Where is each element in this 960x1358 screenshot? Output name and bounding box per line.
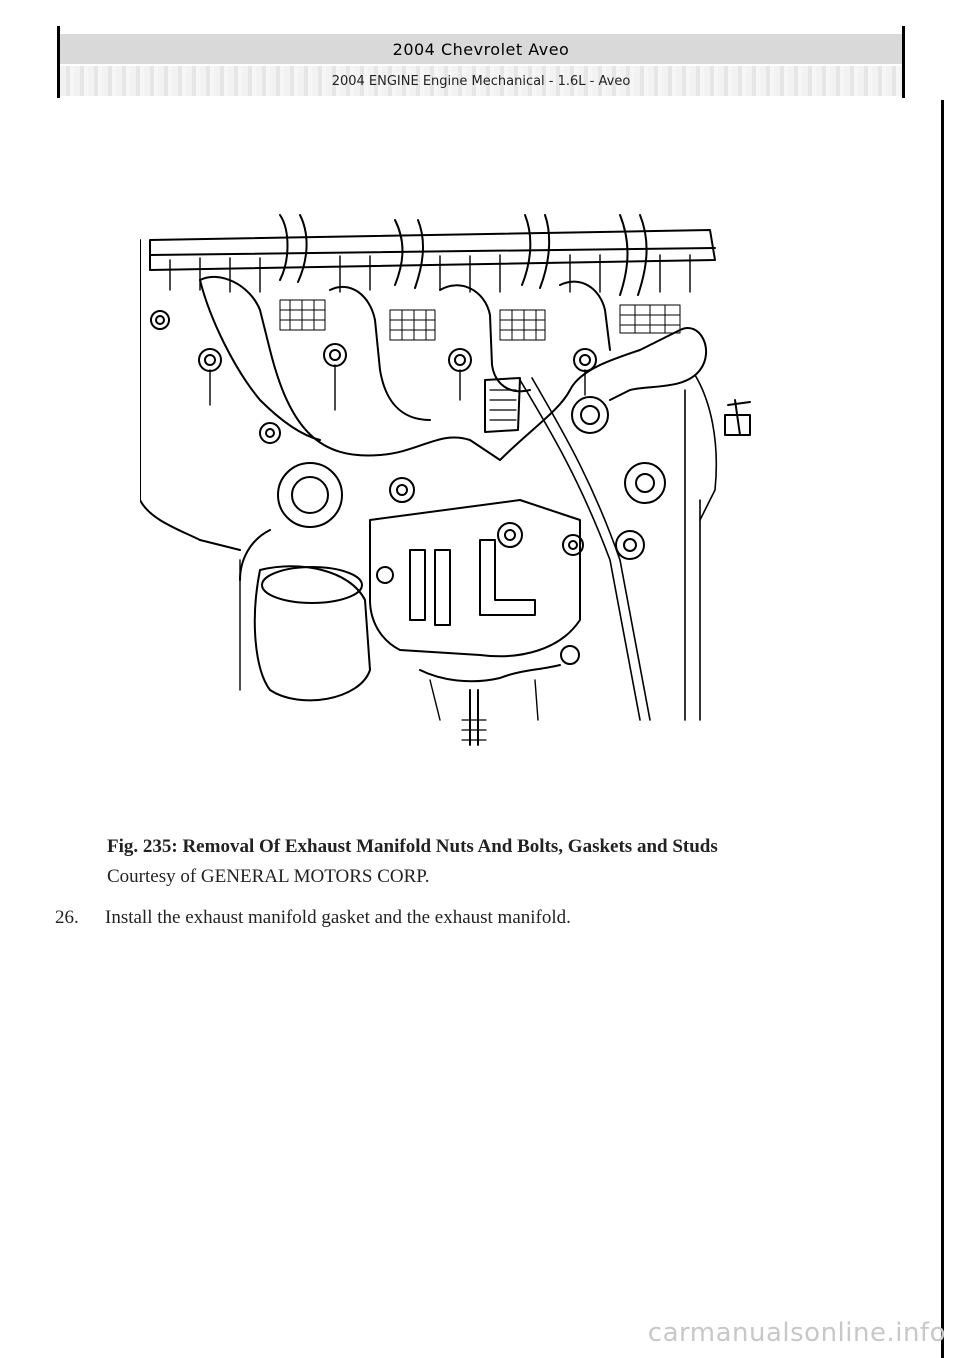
figure-caption: Fig. 235: Removal Of Exhaust Manifold Nu… — [107, 832, 867, 892]
procedure-step: 26. Install the exhaust manifold gasket a… — [55, 904, 875, 932]
page-right-rule — [941, 100, 944, 1358]
step-text: Install the exhaust manifold gasket and … — [105, 907, 571, 928]
document-title: 2004 Chevrolet Aveo — [60, 34, 902, 64]
document-subtitle: 2004 ENGINE Engine Mechanical - 1.6L - A… — [60, 66, 902, 96]
page-header: 2004 Chevrolet Aveo 2004 ENGINE Engine M… — [57, 26, 905, 98]
figure-caption-title: Fig. 235: Removal Of Exhaust Manifold Nu… — [107, 836, 718, 857]
site-watermark: carmanualsonline.info — [647, 1318, 946, 1348]
figure-courtesy: Courtesy of GENERAL MOTORS CORP. — [107, 866, 430, 887]
step-number: 26. — [55, 907, 79, 928]
engine-exhaust-manifold-illustration — [140, 214, 751, 746]
